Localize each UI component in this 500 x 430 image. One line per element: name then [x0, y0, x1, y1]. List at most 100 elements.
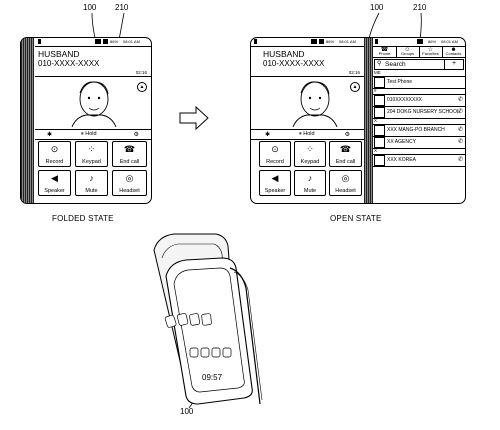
- transition-arrow: [179, 105, 209, 131]
- time-text: 08:01 AM: [123, 38, 140, 44]
- mute-button[interactable]: ♪Mute: [75, 170, 108, 196]
- avatar: [374, 95, 385, 106]
- mute-icon: ♪: [307, 173, 313, 183]
- folded-state-caption: FOLDED STATE: [52, 214, 114, 223]
- perspective-device: 09:57: [153, 233, 263, 405]
- ref-100-open: 100: [370, 3, 384, 12]
- call-icon[interactable]: ✆: [457, 127, 463, 133]
- call-icon[interactable]: ✆: [457, 157, 463, 163]
- call-icon[interactable]: ✆: [457, 139, 463, 145]
- hold-button[interactable]: ⏸ Hold: [81, 131, 97, 137]
- caller-number: 010-XXXX-XXXX: [38, 59, 100, 68]
- front-screen: [173, 267, 245, 393]
- tab-groups[interactable]: ☺Groups: [396, 46, 420, 57]
- phone-status-icon: [254, 39, 257, 44]
- call-duration: 02:16: [348, 70, 360, 75]
- menu-icon[interactable]: ▲: [350, 82, 360, 92]
- divider: [251, 76, 364, 77]
- list-item[interactable]: Test Phone: [373, 76, 465, 89]
- end-call-icon: ☎: [123, 144, 136, 154]
- caller-number: 010-XXXX-XXXX: [263, 59, 325, 68]
- leader-100-open: [368, 12, 380, 39]
- mute-mic-icon[interactable]: ✱: [265, 132, 271, 138]
- caller-name: HUSBAND: [263, 49, 305, 59]
- call-icon[interactable]: ✆: [457, 97, 463, 103]
- hold-button[interactable]: ⏸ Hold: [299, 131, 315, 137]
- mute-icon: ♪: [89, 173, 94, 183]
- ref-100-3d: 100: [180, 407, 194, 416]
- call-icon[interactable]: ✆: [457, 109, 463, 115]
- ref-210-folded: 210: [115, 3, 129, 12]
- keypad-icon: ⁘: [306, 144, 314, 154]
- record-button[interactable]: ⊙Record: [38, 141, 71, 167]
- hinge-210: [21, 38, 34, 203]
- avatar: [374, 155, 385, 166]
- settings-icon[interactable]: ⚙: [344, 132, 350, 138]
- speaker-icon: ◀: [51, 173, 58, 183]
- list-item[interactable]: 010XXXXXXXX✆: [373, 94, 465, 107]
- keypad-button[interactable]: ⁘Keypad: [75, 141, 108, 167]
- ref-100-folded: 100: [83, 3, 97, 12]
- call-duration: 02:16: [135, 70, 147, 75]
- end-call-button[interactable]: ☎End call: [329, 141, 362, 167]
- end-call-button[interactable]: ☎End call: [112, 141, 147, 167]
- settings-icon[interactable]: ⚙: [133, 132, 139, 138]
- record-button[interactable]: ⊙Record: [259, 141, 291, 167]
- folded-screen: 86% 08:01 AM HUSBAND 010-XXXX-XXXX 02:16…: [35, 38, 151, 203]
- headset-icon: ◎: [125, 173, 134, 183]
- contacts-icon: ☻: [450, 47, 457, 53]
- record-icon: ⊙: [50, 144, 59, 154]
- leader-100-folded: [91, 12, 96, 39]
- search-icon: ⚲: [377, 61, 382, 67]
- end-call-icon: ☎: [339, 144, 352, 154]
- avatar: [374, 125, 385, 136]
- mute-button[interactable]: ♪Mute: [294, 170, 326, 196]
- add-contact-button[interactable]: +: [444, 60, 463, 69]
- app-icon: [200, 347, 210, 358]
- list-item[interactable]: XXX KOREA✆: [373, 154, 465, 167]
- wifi-icon: [417, 39, 423, 44]
- search-input[interactable]: Search: [385, 60, 406, 68]
- list-item[interactable]: 204 DOKG NURSERY SCHOOL✆: [373, 106, 465, 119]
- speaker-button[interactable]: ◀Speaker: [259, 170, 291, 196]
- time-text: 08:01 AM: [441, 38, 458, 44]
- headset-button[interactable]: ◎Headset: [112, 170, 147, 196]
- speaker-button[interactable]: ◀Speaker: [38, 170, 71, 196]
- leader-210-folded: [118, 12, 125, 41]
- tab-favorites[interactable]: ☆Favorites: [419, 46, 443, 57]
- open-state-caption: OPEN STATE: [330, 214, 382, 223]
- headset-button[interactable]: ◎Headset: [329, 170, 362, 196]
- headset-icon: ◎: [341, 173, 350, 183]
- phone-status-icon: [38, 39, 41, 44]
- app-icon: [222, 347, 232, 358]
- hold-label: Hold: [85, 131, 97, 137]
- mute-mic-icon[interactable]: ✱: [47, 132, 53, 138]
- ref-210-open: 210: [413, 3, 427, 12]
- divider: [35, 76, 151, 77]
- hold-label: Hold: [303, 131, 315, 137]
- menu-icon[interactable]: ▲: [137, 82, 147, 92]
- lockscreen-time: 09:57: [202, 373, 223, 382]
- section-header: ME: [373, 70, 465, 77]
- lower-icon-row: [189, 347, 232, 358]
- section-header: X: [373, 148, 465, 155]
- open-call-screen: 86% 08:01 AM HUSBAND 010-XXXX-XXXX 02:16…: [251, 38, 364, 203]
- contacts-screen: 86% 08:01 AM ☎Phone ☺Groups ☆Favorites ☻…: [373, 38, 465, 203]
- tab-contacts[interactable]: ☻Contacts: [445, 47, 462, 56]
- contacts-tabs: ☎Phone ☺Groups ☆Favorites ☻Contacts: [373, 46, 465, 58]
- section-header: #: [373, 88, 465, 95]
- phone-status-icon: [375, 39, 378, 44]
- wifi-icon: [95, 39, 101, 44]
- list-item[interactable]: XX AGENCY✆: [373, 136, 465, 149]
- list-item[interactable]: XXX MANG-PO BRANCH✆: [373, 124, 465, 137]
- caller-name: HUSBAND: [38, 49, 80, 59]
- keypad-icon: ⁘: [87, 144, 96, 154]
- avatar: [374, 107, 385, 118]
- app-icon: [176, 313, 189, 326]
- wifi-icon: [311, 39, 317, 44]
- avatar: [374, 137, 385, 148]
- signal-icon: [103, 39, 108, 44]
- battery-text: 86%: [428, 38, 437, 44]
- tab-phone[interactable]: ☎Phone: [373, 46, 397, 57]
- keypad-button[interactable]: ⁘Keypad: [294, 141, 326, 167]
